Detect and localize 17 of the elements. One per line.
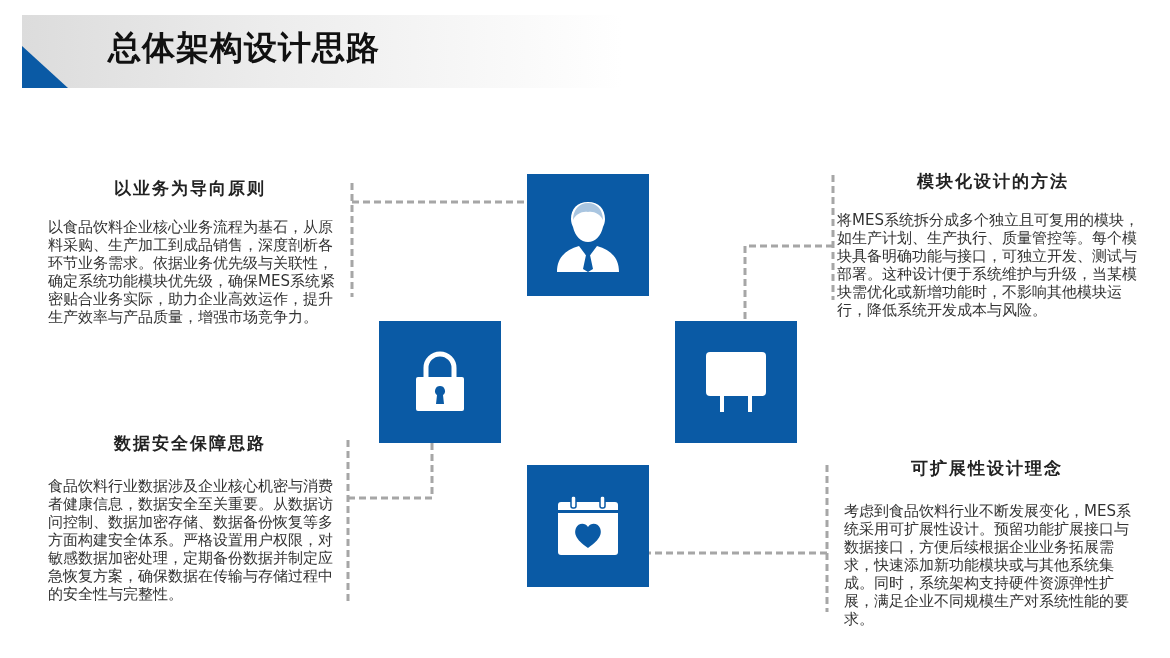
- section-heading: 数据安全保障思路: [113, 432, 267, 455]
- dashed-connector: [649, 551, 827, 555]
- section-heading: 模块化设计的方法: [916, 170, 1070, 193]
- icon-tile: [675, 321, 797, 443]
- icon-tile: [527, 465, 649, 587]
- section-heading: 可扩展性设计理念: [910, 457, 1064, 480]
- section-heading: 以业务为导向原则: [113, 177, 267, 200]
- description-text: 将MES系统拆分成多个独立且可复用的模块，如生产计划、生产执行、质量管控等。每个模块具备明确功能与接口，可独立开发、测试与部署。这种设计便于系统维护与升级，当某模块需优化或新增功能时，不影响其他模块运行，降低系统开发成本与风险。: [837, 211, 1139, 319]
- description-text: 食品饮料行业数据涉及企业核心机密与消费者健康信息，数据安全至关重要。从数据访问控制、数据加密存储、数据备份恢复等多方面构建安全体系。严格设置用户权限，对敏感数据加密处理，定期备份数据并制定应急恢复方案，确保数据在传输与存储过程中的安全性与完整性。: [48, 477, 334, 603]
- dashed-connector: [743, 244, 833, 321]
- icon-tile: [379, 321, 501, 443]
- dashed-connector: [352, 200, 527, 204]
- dashed-connector: [348, 443, 434, 500]
- description-text: 考虑到食品饮料行业不断发展变化，MES系统采用可扩展性设计。预留功能扩展接口与数据接口，方便后续根据企业业务拓展需求，快速添加新功能模块或与其他系统集成。同时，系统架构支持硬件资源弹性扩展，满足企业不同规模生产对系统性能的要求。: [844, 502, 1131, 628]
- page-title: 总体架构设计思路: [108, 27, 380, 69]
- description-text: 以食品饮料企业核心业务流程为基石，从原料采购、生产加工到成品销售，深度剖析各环节业务需求。依据业务优先级与关联性，确定系统功能模块优先级，确保MES系统紧密贴合业务实际，助力企业高效运作，提升生产效率与产品质量，增强市场竞争力。: [48, 218, 335, 326]
- icon-tile: [527, 174, 649, 296]
